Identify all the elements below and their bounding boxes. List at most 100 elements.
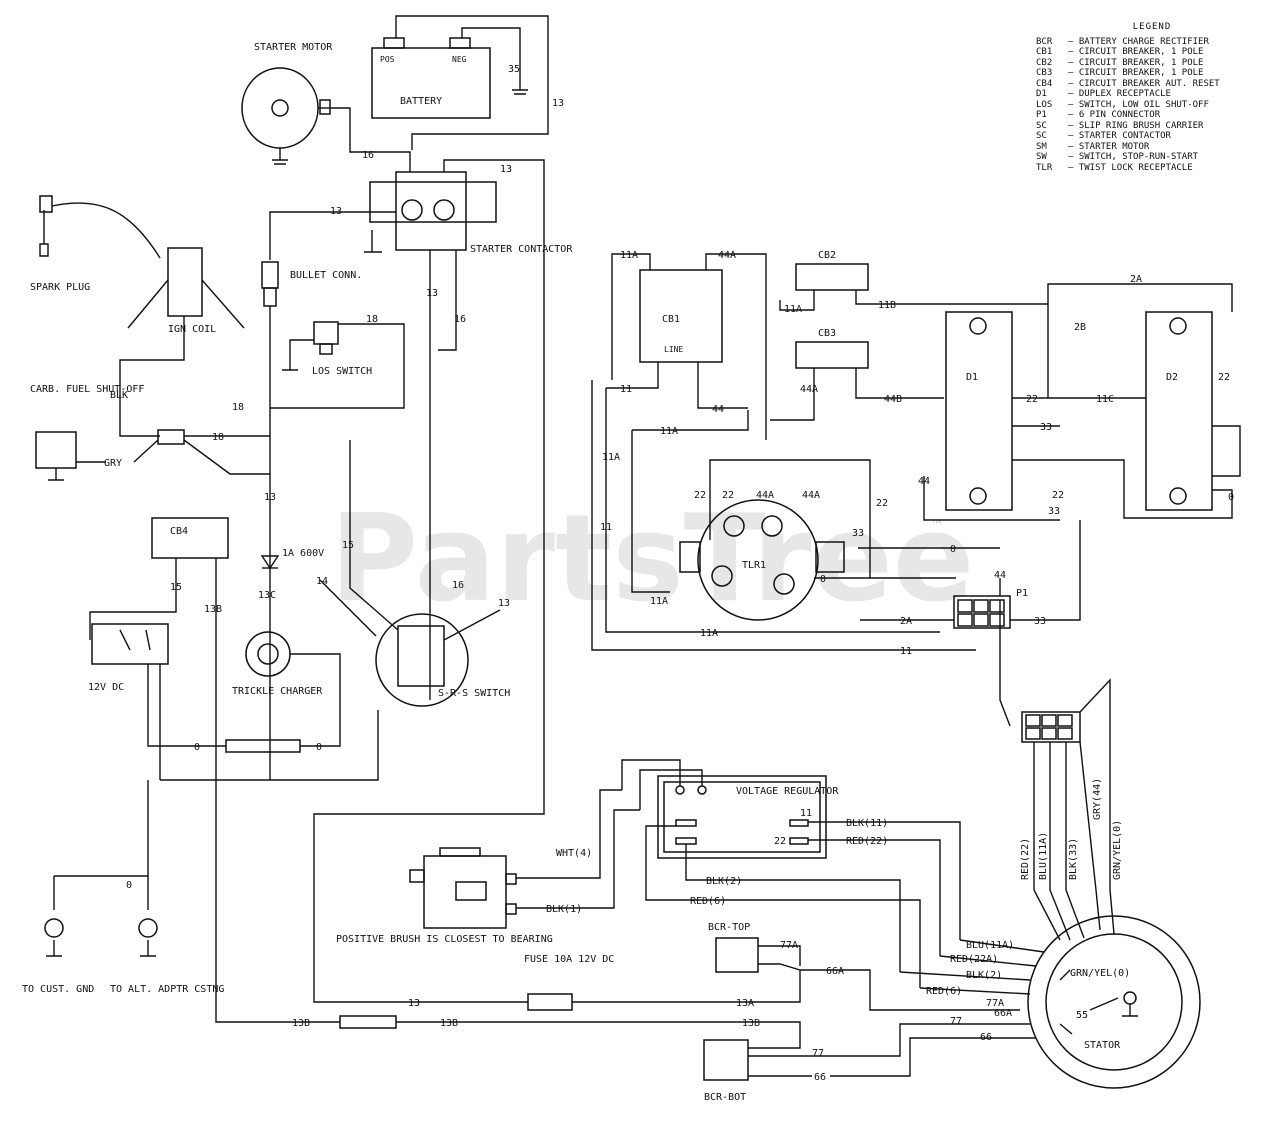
watermark: PartsTree — [330, 490, 974, 629]
wire-15-label-cb4: 15 — [170, 582, 182, 593]
wire-44-label-p1: 44 — [994, 570, 1006, 581]
legend-code: CB2 — [1036, 57, 1053, 68]
d1-label: D1 — [966, 372, 978, 383]
legend-sep: — — [1068, 162, 1079, 173]
carb-fuel-label: CARB. FUEL SHUT-OFF — [30, 384, 144, 395]
legend-sep: — — [1068, 78, 1079, 89]
wire-13-label-left: 13 — [330, 206, 342, 217]
wire-blu11a-label-conn: BLU(11A) — [1038, 832, 1049, 880]
legend-desc: 6 PIN CONNECTOR — [1078, 110, 1161, 120]
wire-22-label-tlr-b: 22 — [722, 490, 734, 501]
wire-77a-label-bcr: 77A — [780, 940, 798, 951]
legend-code: P1 — [1036, 110, 1047, 120]
legend-code: SM — [1036, 141, 1047, 152]
bcr-bot-label: BCR-BOT — [704, 1092, 746, 1103]
diode-label: 1A 600V — [282, 548, 324, 559]
legend-code: SC — [1036, 120, 1047, 131]
legend-desc: STARTER CONTACTOR — [1078, 131, 1171, 141]
wire-wht4-label: WHT(4) — [556, 848, 592, 859]
wire-11a-label-left: 11A — [602, 452, 620, 463]
wire-16-label-top: 16 — [362, 150, 374, 161]
legend-row: CB3— CIRCUIT BREAKER, 1 POLE — [1036, 68, 1268, 79]
wire-44a-label-tlr-a: 44A — [756, 490, 774, 501]
cb2-label: CB2 — [818, 250, 836, 261]
legend-desc: BATTERY CHARGE RECTIFIER — [1078, 36, 1209, 47]
wire-16-label-srs: 16 — [452, 580, 464, 591]
wire-11a-label-tlr-c: 11A — [660, 426, 678, 437]
wire-22-label-d1: 22 — [1026, 394, 1038, 405]
wire-33-label-d1: 33 — [1040, 422, 1052, 433]
legend-row: SC — SLIP RING BRUSH CARRIER — [1036, 121, 1268, 132]
wire-13c-label: 13C — [258, 590, 276, 601]
p1-label: P1 — [1016, 588, 1028, 599]
cb3-label: CB3 — [818, 328, 836, 339]
wire-44a-label-tlr-b: 44A — [802, 490, 820, 501]
wire-16-label-mid: 16 — [454, 314, 466, 325]
stator-label: STATOR — [1084, 1040, 1121, 1051]
cb4: CB4 15 13B — [89, 517, 340, 1023]
legend-code: SC — [1036, 131, 1047, 141]
stator-connector: RED(22) BLU(11A) BLK(33) GRY(44) GRN/YEL… — [999, 600, 1123, 941]
d2-label: D2 — [1166, 372, 1178, 383]
wire-11-label-vr: 11 — [800, 808, 812, 819]
legend-code: CB1 — [1036, 47, 1053, 57]
bullet-connector: BULLET CONN. — [261, 261, 362, 780]
wire-13-label-diode: 13 — [264, 492, 276, 503]
wire-13-run — [313, 620, 545, 1003]
legend-row: CB2— CIRCUIT BREAKER, 1 POLE — [1036, 58, 1268, 69]
legend-desc: CIRCUIT BREAKER AUT. RESET — [1078, 78, 1220, 89]
cb1-label: CB1 — [662, 314, 680, 325]
wire-blk2-label-stator: BLK(2) — [966, 970, 1002, 981]
wire-33-label-tlr: 33 — [852, 528, 864, 539]
legend-sep: — — [1068, 152, 1079, 162]
wire-66-label-bcr: 66 — [814, 1072, 826, 1083]
wire-13-label-bat: 13 — [552, 98, 564, 109]
wire-13b-label-a: 13B — [292, 1018, 310, 1029]
legend-row: SW— SWITCH, STOP-RUN-START — [1036, 152, 1268, 163]
voltage-regulator: VOLTAGE REGULATOR 11 22 BLK(11) RED(22) … — [621, 759, 961, 988]
wire-13-label-fuse: 13 — [408, 998, 420, 1009]
wire-11b-label: 11B — [878, 300, 896, 311]
wire-44a-label-cb3: 44A — [800, 384, 818, 395]
srs-switch-label: S-R-S SWITCH — [438, 688, 510, 699]
wire-13b-label-b: 13B — [440, 1018, 458, 1029]
wire-55-label-stator: 55 — [1076, 1010, 1088, 1021]
legend-row: P1— 6 PIN CONNECTOR — [1036, 110, 1268, 121]
wire-11a-label-tlr-b: 11A — [700, 628, 718, 639]
wire-0-label-d2: 0 — [1228, 492, 1234, 503]
tlr1-receptacle: TLR1 22 22 44A 44A 33 22 11A 11A 11 11A … — [591, 380, 1000, 657]
d2-receptacle: D2 2A 11C 2B 22 0 — [1012, 274, 1241, 519]
wire-2b-label: 2B — [1074, 322, 1086, 333]
outlet-12v-label: 12V DC — [88, 682, 124, 693]
wire-44-label-cb1: 44 — [712, 404, 724, 415]
ground-terminals: 0 TO CUST. GND TO ALT. ADPTR CSTNG — [22, 780, 224, 995]
legend-row: LOS— SWITCH, LOW OIL SHUT-OFF — [1036, 100, 1268, 111]
srs-switch: S-R-S SWITCH 15 14 16 13 — [160, 440, 510, 781]
fuse: FUSE 10A 12V DC 13A — [524, 954, 801, 1011]
wire-0-label-b: 0 — [316, 742, 322, 753]
legend-sep: — — [1068, 36, 1079, 47]
cb2: CB2 11A 11B — [779, 250, 1048, 315]
legend-sep: — — [1068, 120, 1079, 131]
wire-red22-label: RED(22) — [846, 836, 888, 847]
legend-desc: SLIP RING BRUSH CARRIER — [1078, 120, 1204, 131]
legend-desc: CIRCUIT BREAKER, 1 POLE — [1078, 68, 1204, 78]
legend-sep: — — [1068, 89, 1079, 99]
wire-15-label-srs: 15 — [342, 540, 354, 551]
wire-14-label: 14 — [316, 576, 328, 587]
wire-2a-label-p1: 2A — [900, 616, 912, 627]
wire-blk33-label-conn: BLK(33) — [1068, 838, 1079, 880]
legend-desc: TWIST LOCK RECEPTACLE — [1078, 162, 1193, 173]
legend-code: CB3 — [1036, 68, 1053, 78]
stator: GRN/YEL(0) 55 STATOR BLU(11A) RED(22A) B… — [899, 915, 1201, 1089]
wire-0-label-tlr-b: 0 — [950, 544, 956, 555]
wire-18-label-b: 18 — [212, 432, 224, 443]
wire-77-label-bcr: 77 — [812, 1048, 824, 1059]
cb4-label: CB4 — [170, 526, 188, 537]
wire-blu11a-label: BLU(11A) — [966, 940, 1014, 951]
wire-blk1-label: BLK(1) — [546, 904, 582, 915]
wire-blk11-label: BLK(11) — [846, 818, 888, 829]
wire-66a-label-stator: 66A — [994, 1008, 1012, 1019]
spark-plug: SPARK PLUG — [30, 195, 161, 293]
